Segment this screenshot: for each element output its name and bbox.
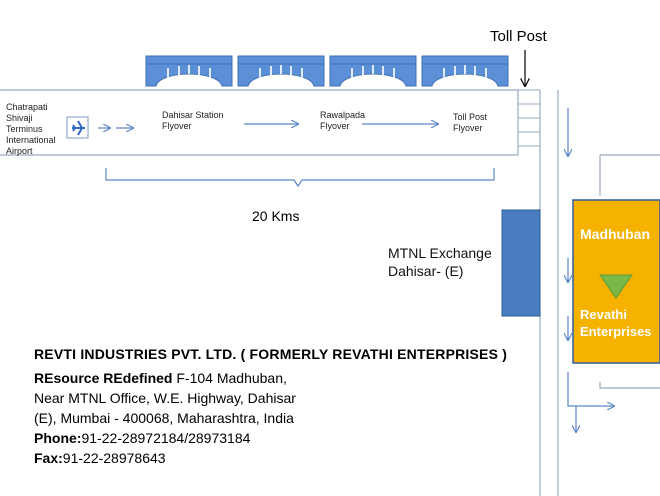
airport-label: Chatrapati Shivaji Terminus Internationa… (6, 102, 68, 157)
revathi-line1: Revathi (580, 307, 627, 322)
flyover-icon (237, 55, 325, 87)
madhuban-label: Madhuban (580, 226, 650, 242)
flyover-icons (145, 55, 509, 87)
brand-tagline: REsource REdefined (34, 370, 173, 386)
flyover-icon (421, 55, 509, 87)
stop2-line1: Rawalpada (320, 110, 366, 120)
flyover-icon (329, 55, 417, 87)
address-line1: REsource REdefined F-104 Madhuban, (34, 368, 554, 388)
location-marker-icon (599, 274, 633, 299)
mtnl-label: MTNL Exchange Dahisar- (E) (388, 244, 508, 280)
fax-number: 91-22-28978643 (62, 450, 166, 466)
highway-road (0, 89, 541, 156)
flyover-icon (145, 55, 233, 87)
address-line2: Near MTNL Office, W.E. Highway, Dahisar (34, 390, 296, 406)
stop3-line1: Toll Post (453, 112, 488, 122)
toll-post-marker (518, 89, 540, 147)
address-block: REVTI INDUSTRIES PVT. LTD. ( FORMERLY RE… (34, 344, 554, 468)
address-line1-rest: F-104 Madhuban, (172, 370, 287, 386)
distance-label: 20 Kms (252, 208, 300, 224)
stop3-line2: Flyover (453, 123, 483, 133)
phone-number: 91-22-28972184/28973184 (81, 430, 251, 446)
distance-brace (105, 168, 495, 188)
dahisar-flyover-label: Dahisar Station Flyover (162, 110, 224, 132)
mtnl-line1: MTNL Exchange (388, 245, 492, 261)
revathi-line2: Enterprises (580, 324, 652, 339)
tollpost-flyover-label: Toll Post Flyover (453, 112, 487, 134)
rawalpada-flyover-label: Rawalpada Flyover (320, 110, 365, 132)
route-arrows (98, 108, 614, 432)
address-line3: (E), Mumbai - 400068, Maharashtra, India (34, 410, 294, 426)
airplane-icon (66, 116, 89, 139)
stop1-line2: Flyover (162, 121, 192, 131)
phone-label: Phone: (34, 430, 82, 446)
phone-line: Phone:91-22-28972184/28973184 (34, 428, 554, 448)
company-name: REVTI INDUSTRIES PVT. LTD. ( FORMERLY RE… (34, 346, 508, 362)
fax-label: Fax: (34, 450, 63, 466)
stop2-line2: Flyover (320, 121, 350, 131)
toll-post-label: Toll Post (490, 28, 547, 45)
stop1-line1: Dahisar Station (162, 110, 224, 120)
mtnl-line2: Dahisar- (E) (388, 263, 464, 279)
revathi-label: Revathi Enterprises (580, 306, 660, 340)
mtnl-building (501, 209, 541, 317)
fax-line: Fax:91-22-28978643 (34, 448, 554, 468)
airport-name: Chatrapati Shivaji Terminus Internationa… (6, 102, 56, 156)
